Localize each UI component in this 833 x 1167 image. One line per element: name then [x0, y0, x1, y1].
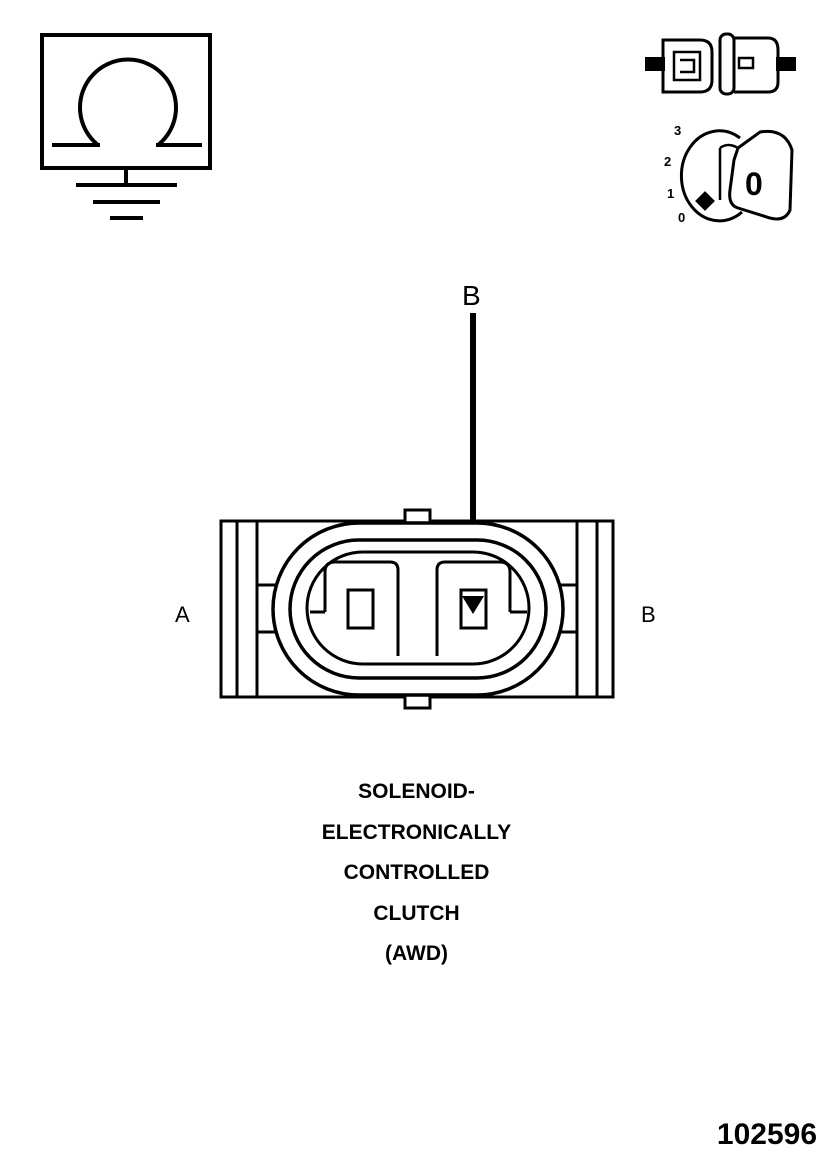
ignition-position-2: 2	[664, 154, 671, 169]
connector-face	[219, 508, 615, 710]
component-caption: SOLENOID- ELECTRONICALLY CONTROLLED CLUT…	[0, 772, 833, 975]
ignition-position-1: 1	[667, 186, 674, 201]
figure-number: 102596	[716, 1118, 817, 1151]
caption-line-5: (AWD)	[385, 942, 448, 965]
terminal-a-label: A	[175, 602, 190, 627]
caption-line-1: SOLENOID-	[358, 780, 475, 803]
ground-icon	[76, 168, 177, 220]
caption-line-4: CLUTCH	[373, 901, 460, 925]
caption-line-3: CONTROLLED	[343, 861, 490, 884]
disconnected-connector-icon	[645, 32, 796, 96]
probe-label: B	[462, 280, 481, 311]
ignition-position-0: 0	[678, 210, 685, 225]
ohm-symbol-icon	[40, 33, 212, 170]
ignition-key-char: 0	[745, 166, 763, 202]
ignition-position-3: 3	[674, 123, 681, 138]
ignition-key-icon: 3 2 1 0 0	[664, 123, 794, 225]
caption-line-2: ELECTRONICALLY	[321, 820, 512, 844]
terminal-b-label: B	[641, 602, 656, 627]
terminal-a-cavity	[346, 588, 375, 630]
